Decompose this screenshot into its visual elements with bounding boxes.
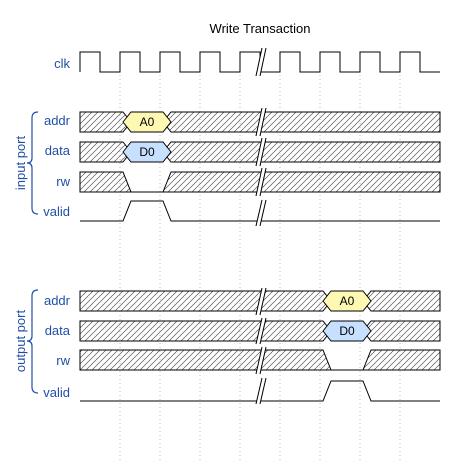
gap-slash (255, 107, 263, 137)
output-data-label: data (45, 323, 71, 338)
gap-slash (259, 199, 267, 227)
clk-waveform (79, 51, 440, 73)
input-rw-label: rw (56, 174, 70, 189)
input-addr-value-label: A0 (140, 115, 155, 129)
output-data-value-label: D0 (339, 324, 355, 338)
gap-slash (259, 287, 267, 316)
output-data-undefined-before (79, 320, 332, 342)
gap-slash (259, 167, 267, 197)
input-data-value-label: D0 (139, 145, 155, 159)
input-data-label: data (45, 143, 71, 158)
input-port-label: input port (13, 136, 28, 191)
gap-slash (259, 107, 267, 137)
gap-slash (259, 377, 267, 405)
gap-slash (255, 47, 263, 77)
gap-mask (256, 168, 266, 196)
gap-mask (256, 138, 266, 166)
input-rw-waveform (79, 171, 441, 193)
gap-mask (256, 378, 266, 404)
gap-slash (259, 317, 267, 345)
output-rw-label: rw (56, 353, 70, 368)
output-addr-value-cell (322, 290, 372, 312)
gap-slash (259, 137, 267, 167)
gap-slash (255, 199, 263, 227)
input-port-brace (26, 111, 39, 215)
gap-mask (256, 288, 266, 315)
output-addr-undefined-after (362, 290, 441, 312)
output-rw-undefined-before (79, 349, 332, 371)
clk-label: clk (54, 56, 70, 71)
gap-slash (255, 167, 263, 197)
diagram-title: Write Transaction (210, 21, 311, 36)
input-addr-value-cell (122, 111, 172, 133)
input-valid-trace (80, 200, 440, 222)
input-data-value-cell (122, 141, 172, 163)
gap-mask (256, 200, 266, 226)
output-port-label: output port (13, 310, 28, 373)
time-gap-markers (255, 47, 267, 405)
output-addr-value-label: A0 (340, 294, 355, 308)
input-valid-label: valid (43, 204, 70, 219)
output-rw-waveform (79, 349, 441, 371)
gap-slash (255, 377, 263, 405)
output-valid-trace (80, 380, 440, 402)
input-addr-waveform: A0 (79, 111, 441, 133)
gap-slash (255, 317, 263, 345)
gap-mask (256, 108, 266, 136)
gap-slash (259, 47, 267, 77)
output-valid-waveform (80, 380, 440, 402)
output-rw-undefined-after (362, 349, 441, 371)
output-addr-undefined-before (79, 290, 332, 312)
output-data-value-cell (322, 320, 372, 342)
input-addr-label: addr (44, 113, 71, 128)
gap-slash (259, 346, 267, 375)
gap-slash (255, 346, 263, 375)
clk-trace (79, 51, 440, 73)
output-addr-waveform: A0 (79, 290, 441, 312)
output-port-brace (26, 289, 39, 394)
input-rw-undefined-after (162, 171, 441, 193)
gap-slash (255, 287, 263, 316)
input-data-undefined-after (162, 141, 441, 163)
gap-mask (256, 347, 266, 374)
gap-mask (256, 48, 266, 76)
output-valid-label: valid (43, 385, 70, 400)
gap-slash (255, 137, 263, 167)
input-valid-waveform (80, 200, 440, 222)
output-addr-label: addr (44, 293, 71, 308)
input-data-waveform: D0 (79, 141, 441, 163)
output-data-waveform: D0 (79, 320, 441, 342)
input-rw-undefined-before (79, 171, 132, 193)
gap-mask (256, 318, 266, 344)
input-addr-undefined-after (162, 111, 441, 133)
output-data-undefined-after (362, 320, 441, 342)
